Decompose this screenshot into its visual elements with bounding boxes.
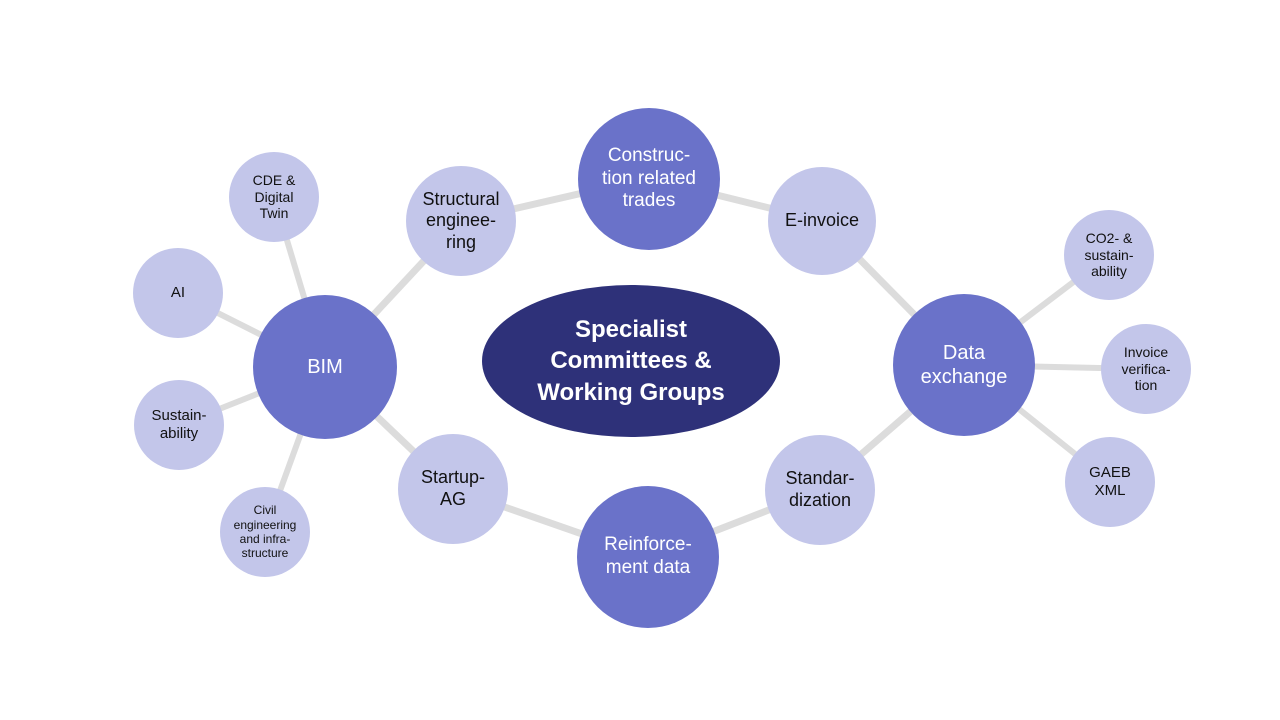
node-co2-sustainability: CO2- & sustain- ability [1064, 210, 1154, 300]
node-label: Startup- AG [420, 467, 486, 509]
node-data-exchange: Data exchange [893, 294, 1035, 436]
node-label: Structural enginee- ring [422, 188, 500, 252]
node-label: CO2- & sustain- ability [1084, 229, 1134, 280]
node-label: Construc- tion related trades [601, 144, 696, 212]
node-label: E-invoice [784, 210, 860, 231]
node-bim: BIM [253, 295, 397, 439]
node-ai: AI [133, 248, 223, 338]
node-construction-related-trades: Construc- tion related trades [578, 108, 720, 250]
node-label: AI [170, 284, 186, 301]
node-label: BIM [307, 356, 343, 378]
node-structural-engineering: Structural enginee- ring [406, 166, 516, 276]
center-label: Specialist Committees & Working Groups [537, 316, 725, 406]
node-reinforcement-data: Reinforce- ment data [577, 486, 719, 628]
node-cde-digital-twin: CDE & Digital Twin [229, 152, 319, 242]
node-label: GAEB XML [1089, 464, 1131, 499]
node-label: Data exchange [920, 342, 1008, 388]
node-gaeb-xml: GAEB XML [1065, 437, 1155, 527]
node-startup-ag: Startup- AG [398, 434, 508, 544]
node-label: Standar- dization [785, 468, 855, 510]
node-standardization: Standar- dization [765, 435, 875, 545]
node-invoice-verification: Invoice verifica- tion [1101, 324, 1191, 414]
node-label: Civil engineering and infra- structure [233, 503, 297, 561]
node-label: CDE & Digital Twin [252, 171, 296, 222]
node-label: Reinforce- ment data [604, 534, 692, 578]
center-node: Specialist Committees & Working Groups [482, 285, 780, 437]
node-sustainability: Sustain- ability [134, 380, 224, 470]
node-e-invoice: E-invoice [768, 167, 876, 275]
node-label: Invoice verifica- tion [1121, 343, 1171, 394]
node-civil-engineering: Civil engineering and infra- structure [220, 487, 310, 577]
node-label: Sustain- ability [151, 407, 207, 442]
